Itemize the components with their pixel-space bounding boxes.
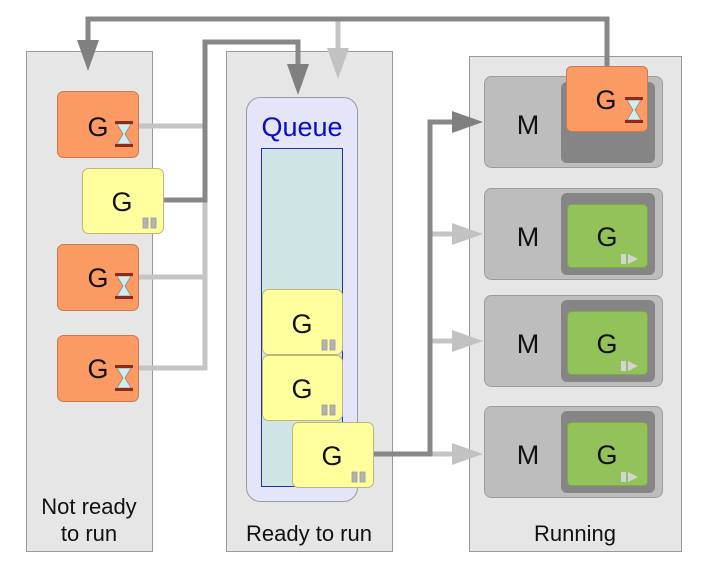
machine-label: M xyxy=(517,110,540,140)
machine-3: M G xyxy=(484,295,663,387)
hourglass-icon xyxy=(115,121,133,147)
goroutine-not-ready-3: G xyxy=(57,244,139,311)
hourglass-icon xyxy=(625,97,643,123)
goroutine-label: G xyxy=(595,85,616,115)
goroutine-label: G xyxy=(87,263,108,293)
goroutine-not-ready-1: G xyxy=(57,91,139,158)
play-icon xyxy=(621,254,638,264)
connector-blocked-to-not-ready xyxy=(85,16,610,68)
machine-label: M xyxy=(517,440,540,470)
goroutine-box xyxy=(82,168,164,234)
play-icon xyxy=(621,472,638,482)
connector-runnable-to-queue xyxy=(163,39,301,203)
panel-not-ready-label-line1: Not ready xyxy=(41,494,136,519)
machine-label: M xyxy=(517,329,540,359)
machine-2: M G xyxy=(484,188,663,280)
arrow-head-dispatch-4 xyxy=(452,443,483,465)
goroutine-box xyxy=(262,289,343,355)
connector-queue-to-machine xyxy=(373,119,456,457)
goroutine-box xyxy=(292,422,374,488)
run-queue-title: Queue xyxy=(261,112,342,142)
arrow-head-blocked-to-not-ready xyxy=(77,40,99,71)
arrow-head-dispatch-2 xyxy=(452,223,483,245)
goroutine-box xyxy=(57,91,139,158)
connectors-inactive xyxy=(138,19,483,465)
goroutine-label: G xyxy=(87,112,108,142)
arrow-head-return-to-queue xyxy=(327,48,349,79)
goroutine-box xyxy=(567,204,648,268)
arrow-head-runnable-to-queue xyxy=(287,64,309,95)
goroutine-label: G xyxy=(596,222,617,252)
arrow-head-dispatch-3 xyxy=(452,330,483,352)
pause-icon xyxy=(321,339,336,351)
goroutine-not-ready-4: G xyxy=(57,335,139,402)
pause-icon xyxy=(351,471,366,483)
goroutine-label: G xyxy=(87,354,108,384)
connectors-active xyxy=(77,16,610,457)
play-icon xyxy=(621,361,638,371)
hourglass-icon xyxy=(115,273,133,299)
goroutine-label: G xyxy=(321,441,342,471)
panel-running-label: Running xyxy=(534,521,616,546)
goroutine-box xyxy=(567,311,648,375)
goroutine-box xyxy=(567,422,648,486)
goroutine-label: G xyxy=(596,440,617,470)
goroutine-queue-1: G xyxy=(262,289,343,355)
goroutine-running-4: G xyxy=(567,422,648,486)
goroutine-queue-2: G xyxy=(262,355,343,421)
goroutine-box xyxy=(262,355,343,421)
goroutine-running-3: G xyxy=(567,311,648,375)
goroutine-box xyxy=(57,335,139,402)
machine-4: M G xyxy=(484,406,663,498)
panel-not-ready-label-line2: to run xyxy=(61,521,117,546)
goroutine-queue-3: G xyxy=(292,422,374,488)
goroutine-label: G xyxy=(291,309,312,339)
pause-icon xyxy=(142,217,157,229)
connector-waiting-3 xyxy=(138,200,208,371)
arrow-head-queue-to-machine xyxy=(452,111,483,133)
machine-label: M xyxy=(517,222,540,252)
goroutine-label: G xyxy=(596,329,617,359)
panel-ready-label: Ready to run xyxy=(246,521,372,546)
goroutine-label: G xyxy=(111,187,132,217)
hourglass-icon xyxy=(115,365,133,391)
goroutine-label: G xyxy=(291,374,312,404)
goroutine-not-ready-2: G xyxy=(82,168,164,234)
machine-1: M G xyxy=(484,66,663,168)
goroutine-running-2: G xyxy=(567,204,648,268)
goroutine-box xyxy=(566,66,648,132)
pause-icon xyxy=(321,404,336,416)
goroutine-running-1: G xyxy=(566,66,648,132)
